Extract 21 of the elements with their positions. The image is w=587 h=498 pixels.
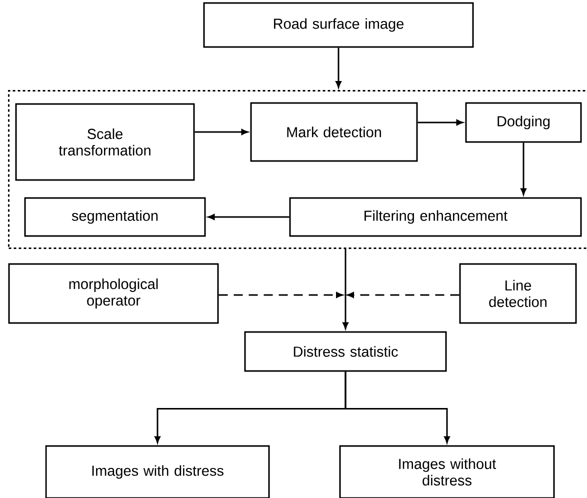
process-box: morphological operator [8, 263, 219, 324]
arrow [344, 372, 450, 443]
arrow [336, 48, 342, 88]
arrow [342, 249, 348, 329]
process-box: Mark detection [250, 102, 418, 162]
arrow [208, 214, 290, 220]
arrow [418, 120, 463, 126]
process-box: Distress statistic [244, 331, 447, 372]
process-box: Road surface image [203, 2, 474, 48]
process-box: segmentation [24, 197, 206, 237]
process-box: Scale transformation [15, 103, 195, 181]
arrow [194, 129, 248, 135]
arrow [520, 142, 526, 195]
process-box: Images without distress [339, 445, 555, 498]
arrow [218, 292, 343, 298]
process-box: Line detection [459, 263, 577, 324]
process-box: Images with distress [45, 445, 270, 498]
arrow [347, 292, 460, 298]
process-box: Filtering enhancement [289, 197, 582, 237]
group-box [8, 90, 587, 249]
process-box: Dodging [465, 102, 582, 143]
